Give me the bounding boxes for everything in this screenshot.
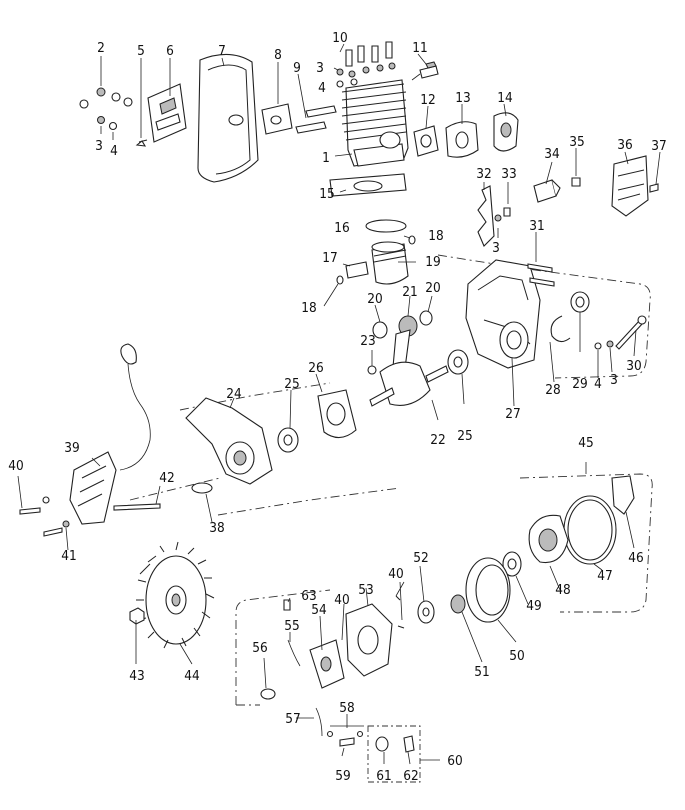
callout-45: 45	[578, 435, 593, 451]
callout-3: 3	[316, 60, 324, 76]
callout-39: 39	[64, 440, 79, 456]
part-group-flywheel	[129, 541, 215, 649]
callout-7: 7	[218, 43, 226, 59]
callout-3: 3	[610, 372, 618, 388]
callout-34: 34	[544, 146, 560, 162]
callout-13: 13	[455, 90, 470, 106]
callout-23: 23	[360, 333, 375, 349]
callout-22: 22	[430, 432, 445, 448]
leader-lines	[17, 43, 661, 765]
callout-32: 32	[476, 166, 491, 182]
part-group-ignition	[19, 343, 213, 537]
callout-6: 6	[166, 43, 174, 59]
callout-18: 18	[428, 228, 443, 244]
callout-8: 8	[274, 47, 282, 63]
callout-53: 53	[358, 582, 373, 598]
callout-56: 56	[252, 640, 267, 656]
part-group-intake	[413, 112, 519, 158]
callout-63: 63	[301, 588, 316, 604]
part-group-crankcase-right	[465, 155, 659, 369]
callout-5: 5	[137, 43, 145, 59]
callout-21: 21	[402, 284, 417, 300]
callout-16: 16	[334, 220, 349, 236]
callout-46: 46	[628, 550, 643, 566]
callout-47: 47	[597, 568, 612, 584]
callout-36: 36	[617, 137, 632, 153]
callout-40: 40	[388, 566, 403, 582]
callout-25: 25	[284, 376, 299, 392]
callout-3: 3	[492, 240, 500, 256]
callout-17: 17	[322, 250, 337, 266]
callout-26: 26	[308, 360, 323, 376]
callout-2: 2	[97, 40, 105, 56]
callout-48: 48	[555, 582, 570, 598]
callout-61: 61	[376, 768, 391, 784]
part-group-crankcase-left	[185, 389, 357, 485]
callout-33: 33	[501, 166, 516, 182]
callout-labels: 2 3 4 5 6 7 8 9 10 3 4 11 12 13 14 1 15 …	[8, 30, 666, 784]
callout-15: 15	[319, 186, 334, 202]
part-group-cylinder	[329, 41, 439, 233]
callout-19: 19	[425, 254, 440, 270]
callout-3: 3	[95, 138, 103, 154]
callout-4: 4	[110, 143, 118, 159]
part-group-crankshaft	[367, 310, 469, 407]
callout-20: 20	[425, 280, 440, 296]
part-group-clutch	[417, 475, 635, 624]
callout-55: 55	[284, 618, 299, 634]
part-group-bottom	[326, 725, 421, 783]
callout-14: 14	[497, 90, 513, 106]
part-group-oil-pump	[260, 595, 405, 737]
callout-43: 43	[129, 668, 144, 684]
callout-9: 9	[293, 60, 301, 76]
callout-37: 37	[651, 138, 666, 154]
callout-20: 20	[367, 291, 382, 307]
callout-52: 52	[413, 550, 428, 566]
callout-51: 51	[474, 664, 489, 680]
callout-50: 50	[509, 648, 524, 664]
callout-42: 42	[159, 470, 174, 486]
callout-54: 54	[311, 602, 327, 618]
callout-40: 40	[8, 458, 23, 474]
callout-44: 44	[184, 668, 200, 684]
callout-10: 10	[332, 30, 347, 46]
callout-28: 28	[545, 382, 560, 398]
callout-49: 49	[526, 598, 541, 614]
callout-30: 30	[626, 358, 641, 374]
callout-29: 29	[572, 376, 587, 392]
callout-58: 58	[339, 700, 354, 716]
callout-4: 4	[318, 80, 326, 96]
callout-60: 60	[447, 753, 462, 769]
callout-57: 57	[285, 711, 300, 727]
callout-24: 24	[226, 386, 242, 402]
callout-25: 25	[457, 428, 472, 444]
callout-62: 62	[403, 768, 418, 784]
callout-12: 12	[420, 92, 435, 108]
part-group-piston	[336, 235, 416, 285]
callout-59: 59	[335, 768, 350, 784]
callout-40: 40	[334, 592, 349, 608]
callout-31: 31	[529, 218, 544, 234]
part-group-top-left	[79, 53, 337, 183]
callout-27: 27	[505, 406, 520, 422]
callout-11: 11	[412, 40, 427, 56]
callout-4: 4	[594, 376, 602, 392]
callout-38: 38	[209, 520, 224, 536]
callout-41: 41	[61, 548, 76, 564]
callout-35: 35	[569, 134, 584, 150]
callout-18: 18	[301, 300, 316, 316]
callout-1: 1	[322, 150, 330, 166]
